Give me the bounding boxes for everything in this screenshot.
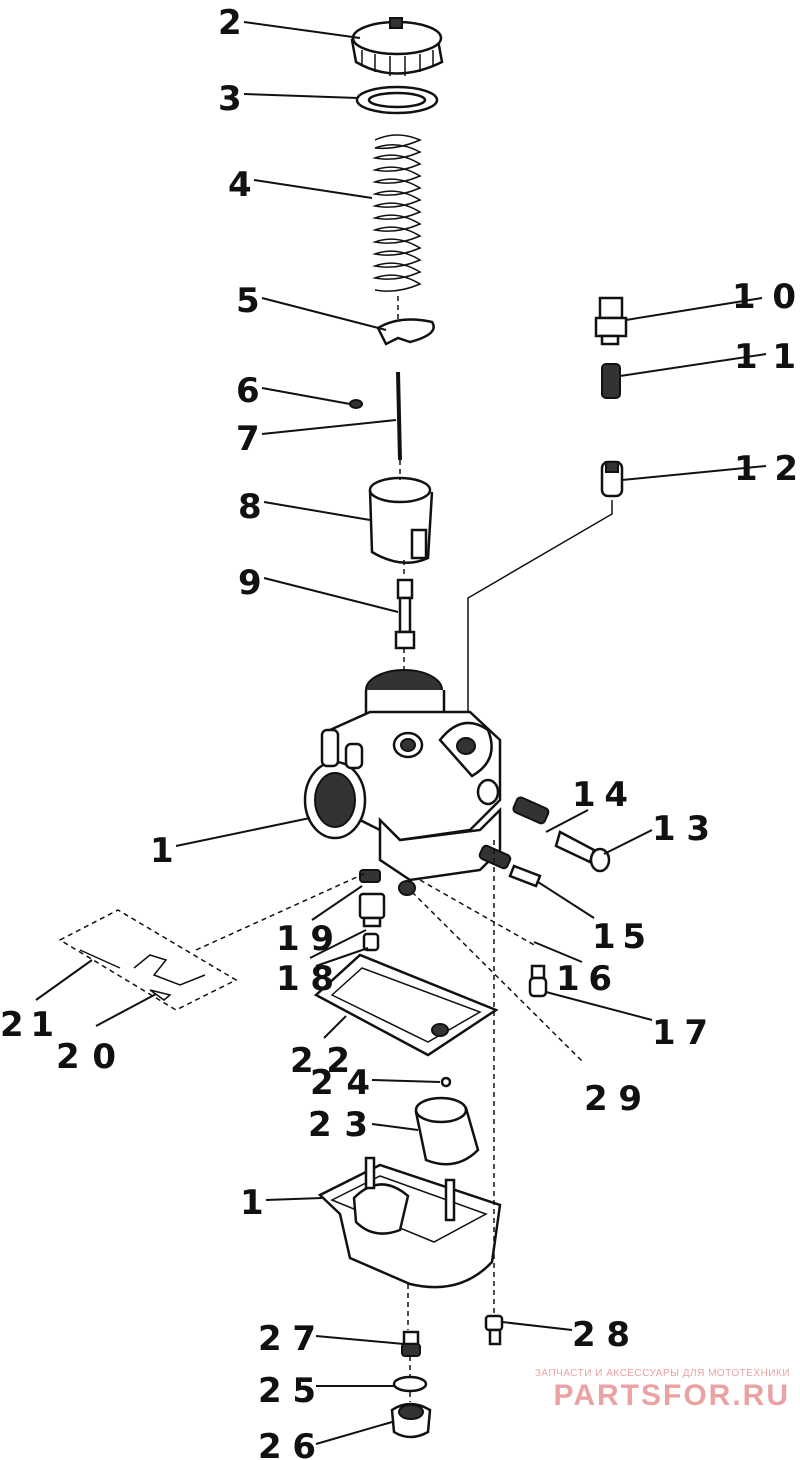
- part-float-arm-assembly: [58, 871, 369, 1011]
- watermark-tagline: ЗАПЧАСТИ И АКСЕССУАРЫ ДЛЯ МОТОТЕХНИКИ: [534, 1368, 790, 1379]
- part-needle-clip-plate: [376, 318, 435, 346]
- part-pilot-jet: [528, 964, 548, 998]
- part-carburetor-body: [303, 669, 502, 882]
- part-cable-adjuster: [594, 296, 628, 346]
- callout-28: 28: [572, 1315, 630, 1355]
- part-throttle-stop-screw: [554, 830, 611, 873]
- part-main-jet: [362, 932, 380, 952]
- callout-26: 26: [258, 1427, 316, 1460]
- callout-25: 25: [258, 1371, 316, 1411]
- callout-19: 19: [276, 919, 334, 959]
- part-jet-needle: [396, 371, 402, 461]
- callout-15: 15: [592, 917, 646, 957]
- callout-1-bowl: 1: [240, 1183, 264, 1223]
- callout-18: 18: [276, 959, 334, 999]
- callout-11: 11: [734, 337, 796, 377]
- part-bowl-screw: [484, 1314, 504, 1346]
- callout-10: 10: [732, 277, 796, 317]
- part-spring: [372, 134, 422, 292]
- part-pilot-screw: [478, 844, 542, 888]
- callout-8: 8: [238, 487, 262, 527]
- part-drain-plug: [390, 1402, 432, 1439]
- callout-5: 5: [236, 281, 260, 321]
- part-cable-end: [600, 460, 624, 498]
- callout-6: 6: [236, 371, 260, 411]
- callout-23: 23: [308, 1105, 368, 1145]
- part-float-bowl-gasket: [313, 953, 499, 1057]
- leader-lines: [35, 21, 767, 1445]
- part-float-needle: [440, 1076, 452, 1088]
- part-o-ring-small: [398, 880, 416, 896]
- callout-29: 29: [584, 1079, 642, 1119]
- callout-9: 9: [238, 563, 262, 603]
- part-throttle-slide: [368, 476, 434, 565]
- callout-7: 7: [236, 419, 260, 459]
- callout-20: 20: [56, 1037, 116, 1077]
- callout-21: 21: [0, 1005, 54, 1045]
- callout-17: 17: [652, 1013, 708, 1053]
- callout-14: 14: [572, 775, 628, 815]
- part-e-clip: [349, 399, 363, 409]
- part-float: [414, 1096, 480, 1166]
- part-needle-jet: [394, 578, 416, 650]
- part-drain-washer: [392, 1375, 428, 1393]
- part-main-jet-holder: [358, 869, 386, 928]
- callout-3: 3: [218, 79, 242, 119]
- callout-1: 1: [150, 831, 174, 871]
- callout-16: 16: [556, 959, 612, 999]
- callout-2: 2: [218, 3, 242, 43]
- part-cap: [350, 17, 444, 76]
- watermark-brand: PARTSFOR.RU: [553, 1379, 790, 1412]
- callout-27: 27: [258, 1319, 316, 1359]
- callout-12: 12: [734, 449, 798, 489]
- part-small-spring: [601, 363, 621, 399]
- part-stop-screw-spring: [512, 796, 550, 825]
- part-drain-screw: [401, 1330, 421, 1357]
- part-float-bowl: [317, 1156, 502, 1289]
- callout-13: 13: [652, 809, 710, 849]
- watermark-logo: ЗАПЧАСТИ И АКСЕССУАРЫ ДЛЯ МОТОТЕХНИКИ PA…: [490, 1368, 790, 1413]
- callout-4: 4: [228, 165, 252, 205]
